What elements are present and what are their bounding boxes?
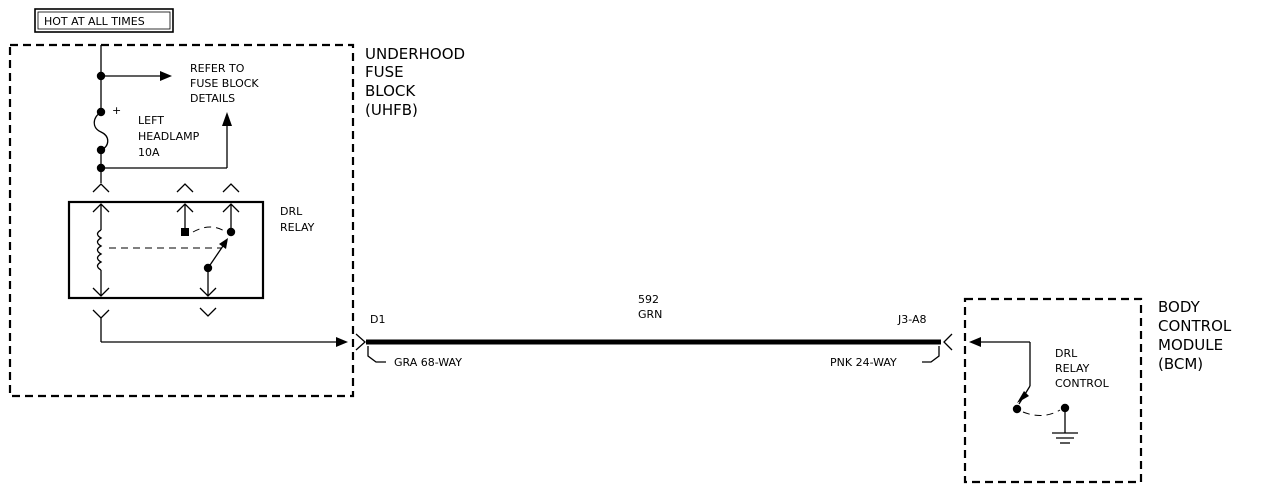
- uhfb-enclosure: [8, 43, 355, 398]
- drl-relay-label: DRL RELAY: [280, 205, 315, 234]
- svg-text:HEADLAMP: HEADLAMP: [138, 130, 200, 143]
- feed-circuit: [92, 45, 240, 193]
- hot-at-all-times-box: HOT AT ALL TIMES: [34, 8, 174, 33]
- svg-text:FUSE BLOCK: FUSE BLOCK: [190, 77, 259, 90]
- svg-text:BLOCK: BLOCK: [365, 82, 416, 100]
- plus-sign: +: [112, 104, 121, 117]
- svg-text:10A: 10A: [138, 146, 160, 159]
- svg-text:REFER TO: REFER TO: [190, 62, 245, 75]
- fuse-label: LEFT HEADLAMP 10A: [138, 114, 200, 159]
- svg-text:CONTROL: CONTROL: [1158, 317, 1232, 335]
- svg-text:DETAILS: DETAILS: [190, 92, 235, 105]
- svg-text:DRL: DRL: [280, 205, 303, 218]
- svg-text:RELAY: RELAY: [280, 221, 315, 234]
- wire-592: D1 592 GRN J3-A8 GRA 68-WAY PNK 24-WAY: [366, 293, 941, 369]
- svg-text:MODULE: MODULE: [1158, 336, 1223, 354]
- svg-text:(BCM): (BCM): [1158, 355, 1203, 373]
- right-connector-label: PNK 24-WAY: [830, 356, 897, 369]
- uhfb-label: UNDERHOOD FUSE BLOCK (UHFB): [365, 45, 465, 119]
- left-pin: D1: [370, 313, 385, 326]
- bcm-enclosure: [963, 297, 1143, 484]
- svg-text:(UHFB): (UHFB): [365, 101, 418, 119]
- hot-label: HOT AT ALL TIMES: [44, 15, 145, 28]
- drl-relay: [67, 200, 265, 319]
- bcm-circuit: [943, 333, 1078, 444]
- bcm-label: BODY CONTROL MODULE (BCM): [1158, 298, 1232, 373]
- right-pin: J3-A8: [897, 313, 927, 326]
- svg-text:UNDERHOOD: UNDERHOOD: [365, 45, 465, 63]
- fuse-icon: [93, 111, 109, 151]
- svg-text:RELAY: RELAY: [1055, 362, 1090, 375]
- svg-text:DRL: DRL: [1055, 347, 1078, 360]
- svg-text:LEFT: LEFT: [138, 114, 164, 127]
- svg-text:BODY: BODY: [1158, 298, 1201, 316]
- left-connector-label: GRA 68-WAY: [394, 356, 462, 369]
- refer-label: REFER TO FUSE BLOCK DETAILS: [190, 62, 259, 105]
- relay-coil-icon: [96, 229, 103, 271]
- uhfb-connector-icon: [355, 333, 366, 351]
- relay-output-line: [100, 318, 348, 347]
- svg-text:CONTROL: CONTROL: [1055, 377, 1110, 390]
- bcm-control-label: DRL RELAY CONTROL: [1055, 347, 1110, 390]
- bcm-connector-icon: [943, 333, 953, 351]
- circuit-number: 592: [638, 293, 659, 306]
- wire-color: GRN: [638, 308, 662, 321]
- svg-text:FUSE: FUSE: [365, 63, 404, 81]
- ground-icon: [1052, 432, 1078, 444]
